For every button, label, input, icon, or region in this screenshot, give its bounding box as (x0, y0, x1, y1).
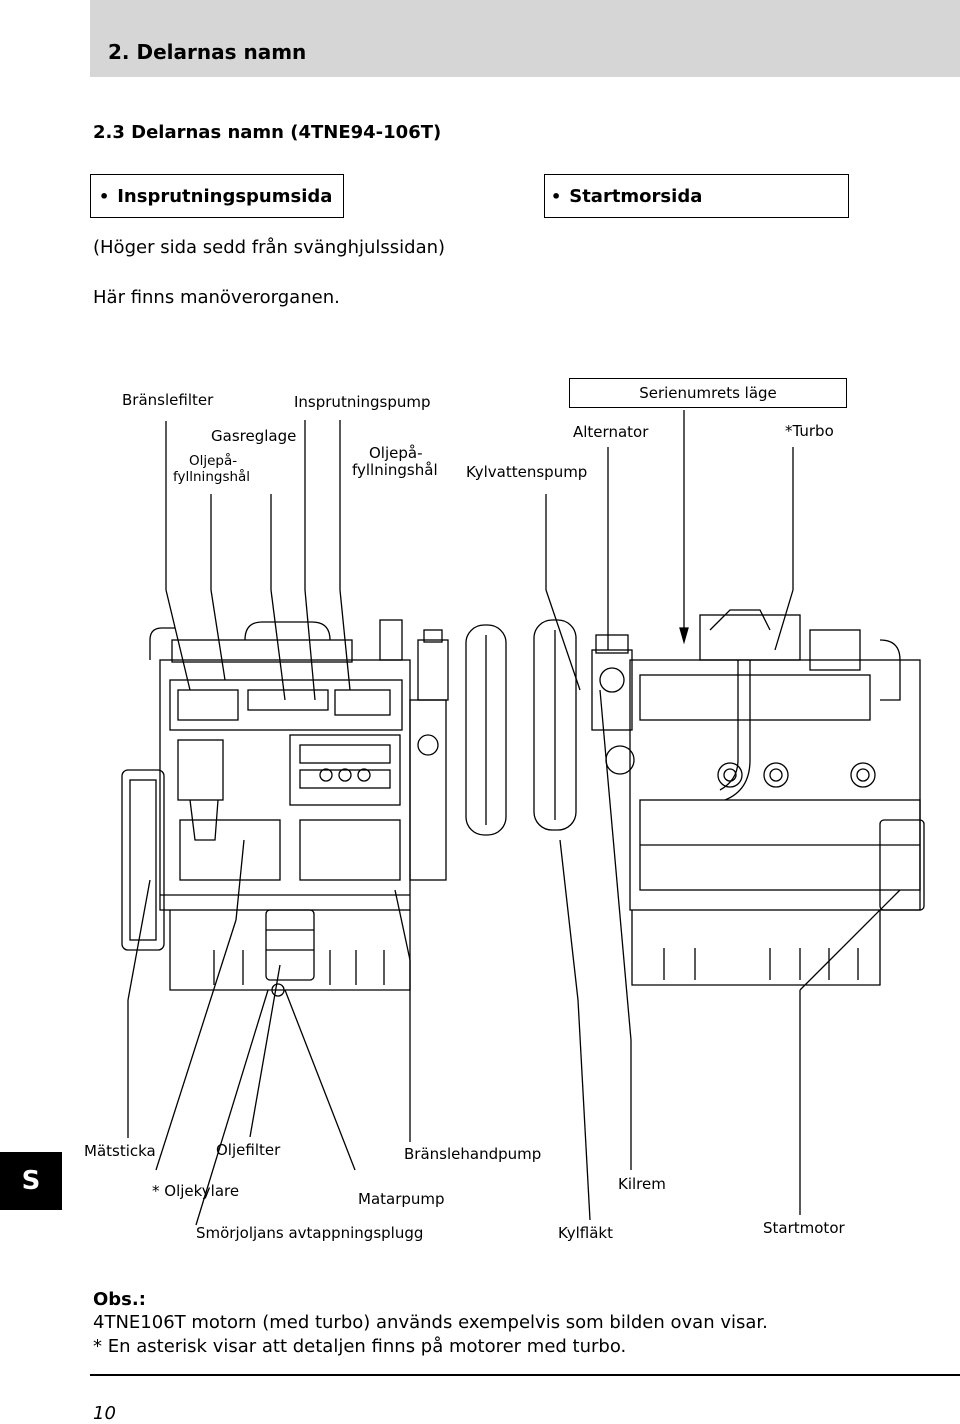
label-alternator: Alternator (573, 423, 649, 441)
side-box-injection-pump: • Insprutningspumsida (90, 174, 344, 218)
label-matarpump: Matarpump (358, 1190, 445, 1208)
intro-line-1: (Höger sida sedd från svänghjulssidan) (93, 237, 446, 258)
label-kilrem: Kilrem (618, 1175, 666, 1193)
side-label-right: Startmorsida (569, 185, 703, 207)
label-oljefilter: Oljefilter (216, 1141, 281, 1159)
note-line-2: * En asterisk visar att detaljen finns p… (93, 1336, 627, 1357)
bullet-icon: • (99, 186, 110, 206)
side-box-starter: • Startmorsida (544, 174, 849, 218)
label-branslehandpump: Bränslehandpump (404, 1145, 542, 1163)
note-title: Obs.: (93, 1289, 146, 1310)
page-number: 10 (93, 1403, 116, 1424)
label-bransle-filter: Bränslefilter (122, 391, 214, 409)
label-matsticka: Mätsticka (84, 1142, 156, 1160)
section-title: 2.3 Delarnas namn (4TNE94-106T) (93, 122, 442, 143)
language-tab: S (0, 1152, 62, 1210)
chapter-title: 2. Delarnas namn (108, 40, 307, 64)
intro-line-2: Här finns manöverorganen. (93, 287, 340, 308)
label-oljekylare: * Oljekylare (152, 1182, 240, 1200)
chapter-header-band (90, 0, 960, 77)
bullet-icon: • (551, 186, 562, 206)
label-turbo: *Turbo (785, 422, 834, 440)
label-startmotor: Startmotor (763, 1219, 845, 1237)
label-oil-fill-mid-1: Oljepå- (369, 444, 423, 462)
label-oil-fill-left-2: fyllningshål (173, 469, 251, 485)
footer-rule (90, 1374, 960, 1376)
side-label-left: Insprutningspumsida (117, 185, 333, 207)
note-line-1: 4TNE106T motorn (med turbo) används exem… (93, 1312, 768, 1333)
label-insprutningspump: Insprutningspump (294, 393, 431, 411)
label-serial-number-location: Serienumrets läge (569, 378, 847, 408)
label-oil-fill-mid-2: fyllningshål (352, 461, 438, 479)
label-gasreglage: Gasreglage (211, 427, 297, 445)
label-smorjoljans-avtappningsplugg: Smörjoljans avtappningsplugg (196, 1224, 424, 1242)
label-oil-fill-left-1: Oljepå- (189, 453, 238, 469)
label-kylflakt: Kylfläkt (558, 1224, 613, 1242)
label-kylvattenspump: Kylvattenspump (466, 463, 588, 481)
